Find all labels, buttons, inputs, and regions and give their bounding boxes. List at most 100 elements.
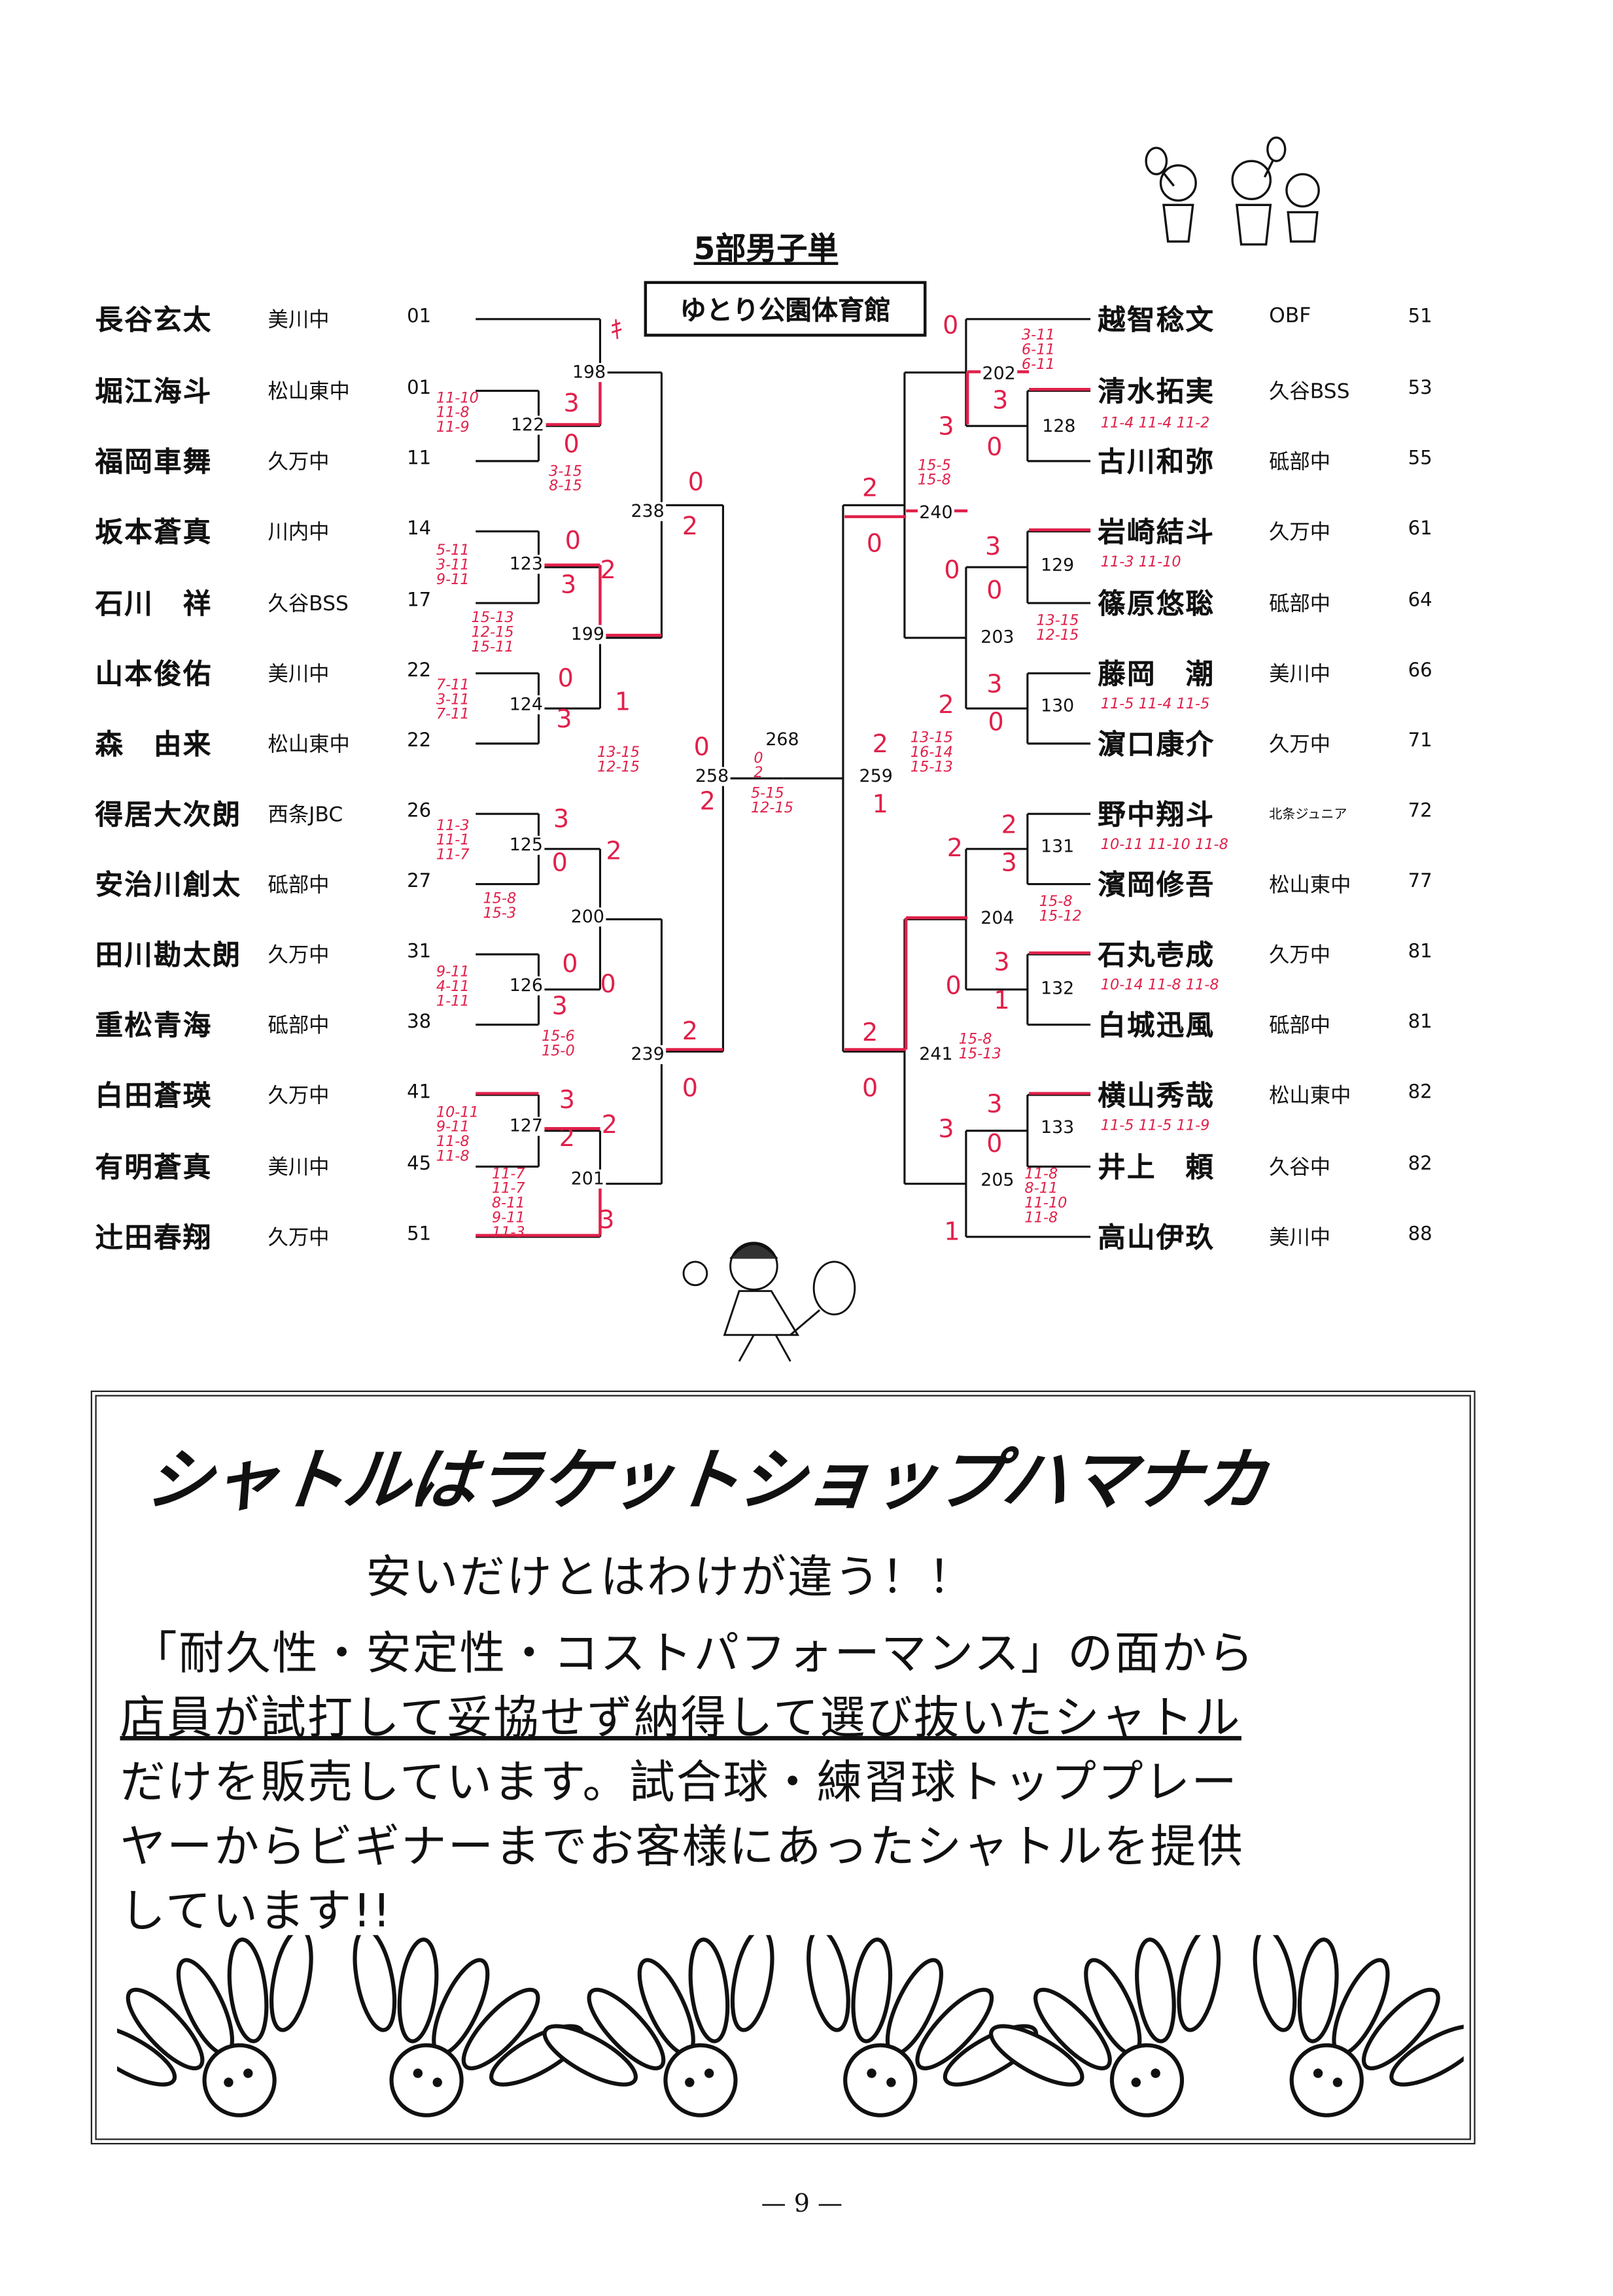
handwritten-score: 3	[1001, 848, 1017, 878]
handwritten-score: 3	[563, 389, 580, 419]
handwritten-score: 3-11 6-11 6-11	[1021, 328, 1055, 374]
player-name: 長谷玄太	[95, 304, 213, 337]
handwritten-score: 2	[946, 834, 963, 864]
handwritten-score: 2	[1001, 810, 1017, 841]
handwritten-score: 13-15 16-14 15-13	[910, 730, 953, 776]
player-team: 久万中	[268, 1226, 330, 1250]
handwritten-score: 0	[563, 430, 580, 460]
handwritten-score: 2	[600, 556, 616, 586]
match-number: 131	[1039, 837, 1076, 857]
match-number: 259	[858, 766, 895, 786]
player-name: 篠原悠聡	[1098, 588, 1215, 621]
player-team: 松山東中	[1269, 1085, 1351, 1108]
player-seed: 41	[407, 1081, 432, 1104]
handwritten-score: 0	[562, 950, 578, 980]
player-seed: 77	[1408, 871, 1432, 893]
handwritten-score: 2	[682, 1017, 698, 1047]
player-seed: 01	[407, 305, 432, 328]
handwritten-score: 3	[986, 1090, 1003, 1120]
ad-line: ヤーからビギナーまでお客様にあったシャトルを提供	[120, 1820, 1245, 1874]
player-seed: 72	[1408, 801, 1432, 823]
player-name: 井上 頼	[1098, 1152, 1215, 1185]
ad-line: 店員が試打して妥協せず納得して選び抜いたシャトル	[120, 1692, 1241, 1745]
ad-line: しています!!	[120, 1885, 392, 1938]
advertisement-box	[90, 1390, 1476, 2145]
match-number: 258	[693, 766, 731, 786]
ad-line: 「耐久性・安定性・コストパフォーマンス」の面から	[131, 1627, 1255, 1680]
player-team: 久万中	[268, 451, 330, 475]
player-name: 古川和弥	[1098, 446, 1215, 479]
player-seed: 82	[1408, 1153, 1432, 1175]
handwritten-score: 0	[687, 468, 704, 498]
player-seed: 38	[407, 1011, 432, 1034]
player-seed: 45	[407, 1153, 432, 1175]
player-team: 美川中	[268, 309, 330, 332]
page-number: — 9 —	[761, 2189, 843, 2219]
match-number: 128	[1041, 417, 1077, 436]
handwritten-score: 3	[938, 413, 954, 442]
match-number: 200	[569, 907, 606, 927]
shuttlecock-characters-illustration	[117, 1935, 1464, 2117]
player-seed: 55	[1408, 447, 1432, 470]
player-name: 森 由来	[95, 729, 213, 761]
player-name: 堀江海斗	[95, 376, 213, 409]
player-seed: 64	[1408, 589, 1432, 612]
handwritten-score: 10-11 9-11 11-8 11-8	[436, 1105, 479, 1166]
badminton-kids-illustration	[1145, 136, 1320, 246]
handwritten-score: 2	[862, 474, 878, 504]
handwritten-score: 11-3 11-10	[1100, 555, 1181, 571]
player-name: 得居大次朗	[95, 799, 242, 832]
player-name: 藤岡 潮	[1098, 658, 1215, 691]
handwritten-score: 0	[682, 1074, 698, 1104]
player-team: 美川中	[268, 1156, 330, 1180]
handwritten-score: 11-4 11-4 11-2	[1100, 415, 1210, 432]
player-seed: 61	[1408, 518, 1432, 540]
handwritten-score: 13-15 12-15	[1036, 613, 1079, 644]
handwritten-score: 11-8 8-11 11-10 11-8	[1024, 1166, 1067, 1227]
handwritten-score: 7-11 3-11 7-11	[436, 678, 470, 723]
player-seed: 81	[1408, 941, 1432, 964]
player-name: 越智稔文	[1098, 304, 1215, 337]
player-team: 松山東中	[268, 733, 350, 757]
handwritten-score: 3	[984, 532, 1001, 563]
player-seed: 51	[407, 1223, 432, 1246]
player-name: 野中翔斗	[1098, 799, 1215, 832]
handwritten-score: 15-13 12-15 15-11	[471, 610, 514, 656]
player-seed: 53	[1408, 377, 1432, 400]
handwritten-score: 10-11 11-10 11-8	[1100, 837, 1228, 854]
player-team: 美川中	[1269, 1226, 1331, 1250]
handwritten-score: 11-5 11-5 11-9	[1100, 1118, 1210, 1135]
match-number: 129	[1039, 555, 1076, 576]
player-team: 久万中	[1269, 944, 1331, 968]
girl-racket-illustration	[682, 1242, 856, 1362]
shuttlecock-character	[117, 1935, 313, 2117]
player-seed: 26	[407, 801, 432, 823]
handwritten-score: 3	[553, 805, 570, 835]
handwritten-score: 11-3 11-1 11-7	[436, 818, 470, 864]
handwritten-score: 3	[556, 705, 572, 735]
handwritten-score: 0	[866, 530, 882, 559]
handwritten-score: 3	[559, 1086, 576, 1116]
match-number: 239	[629, 1045, 666, 1064]
page-title: 5部男子単	[693, 231, 839, 267]
match-number: 199	[569, 624, 606, 644]
handwritten-score: 2	[606, 837, 622, 867]
handwritten-score: 5-11 3-11 9-11	[436, 543, 470, 589]
player-team: 松山東中	[1269, 873, 1351, 897]
match-number: 130	[1039, 696, 1076, 716]
handwritten-score: 2	[872, 730, 888, 760]
player-seed: 22	[407, 660, 432, 682]
match-number: 238	[629, 501, 666, 521]
handwritten-score: 3	[994, 948, 1010, 978]
player-name: 山本俊佑	[95, 658, 213, 691]
player-name: 辻田春翔	[95, 1222, 213, 1255]
player-team: 美川中	[1269, 663, 1331, 687]
player-team: 久谷BSS	[268, 593, 349, 617]
handwritten-score: 3	[992, 386, 1009, 416]
handwritten-score: 0	[986, 576, 1003, 606]
match-number: 125	[508, 835, 545, 855]
handwritten-score: 3	[938, 1115, 954, 1145]
player-seed: 82	[1408, 1081, 1432, 1104]
player-team: 久万中	[1269, 733, 1331, 757]
